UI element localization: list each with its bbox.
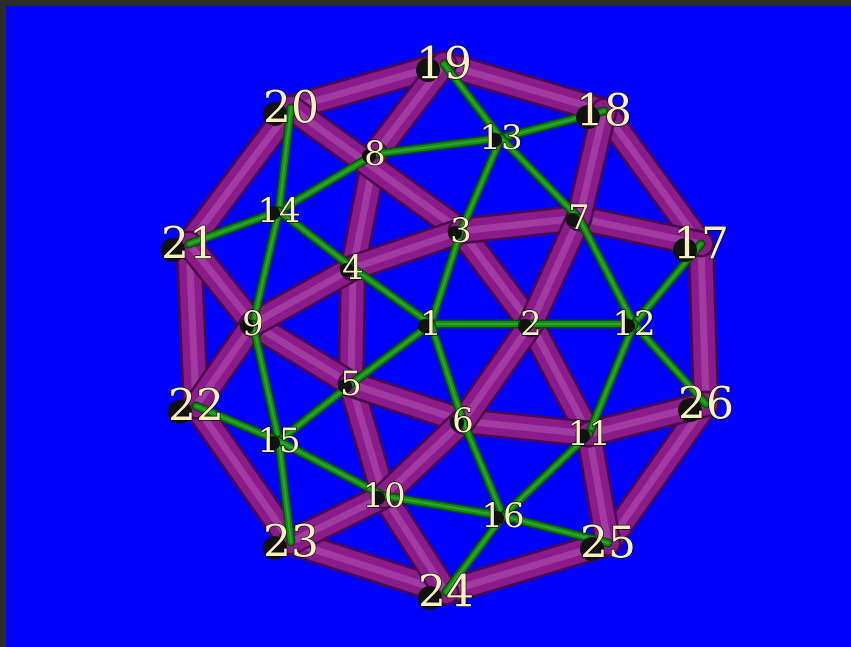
- node-label-7: 7: [568, 198, 590, 238]
- node-label-1: 1: [420, 304, 442, 344]
- node-label-9: 9: [242, 304, 264, 344]
- node-label-10: 10: [362, 476, 405, 516]
- node-label-25: 25: [580, 518, 636, 569]
- node-label-26: 26: [678, 379, 734, 430]
- node-label-12: 12: [612, 304, 655, 344]
- node-label-21: 21: [161, 219, 217, 270]
- node-label-3: 3: [450, 211, 472, 251]
- node-label-6: 6: [452, 401, 474, 441]
- node-label-23: 23: [263, 517, 319, 568]
- node-label-17: 17: [673, 219, 729, 270]
- node-label-15: 15: [257, 421, 300, 461]
- node-label-19: 19: [416, 39, 472, 90]
- node-label-24: 24: [418, 567, 474, 618]
- node-label-16: 16: [481, 496, 524, 536]
- node-label-14: 14: [257, 191, 300, 231]
- node-label-4: 4: [342, 248, 364, 288]
- node-label-20: 20: [263, 83, 319, 134]
- node-label-22: 22: [168, 381, 224, 432]
- node-label-11: 11: [567, 414, 610, 454]
- node-label-18: 18: [576, 86, 632, 137]
- node-label-5: 5: [340, 364, 362, 404]
- node-label-2: 2: [520, 304, 542, 344]
- node-label-8: 8: [364, 134, 386, 174]
- node-label-13: 13: [479, 118, 522, 158]
